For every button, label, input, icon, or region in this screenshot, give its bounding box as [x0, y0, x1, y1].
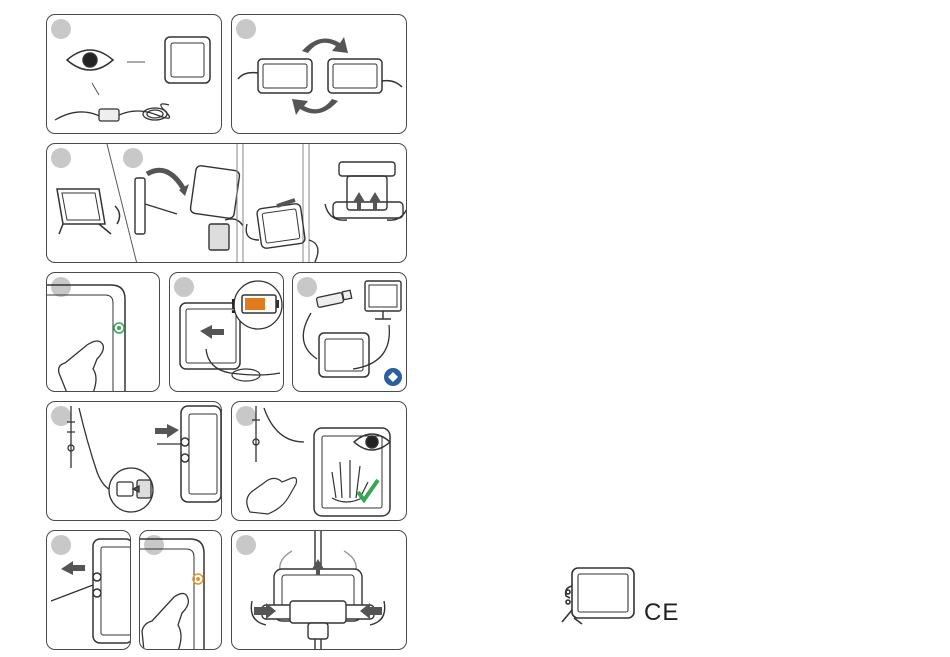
- tablet-icon: [238, 59, 402, 93]
- tablet-stand-icon: [57, 189, 120, 234]
- step-panel-2: [231, 14, 407, 134]
- step-panel-8: [46, 401, 222, 521]
- battery-low-icon: !: [230, 281, 282, 329]
- step-panel-6: !: [169, 272, 284, 392]
- charging-icon: [200, 325, 224, 339]
- up-arrows-icon: [353, 192, 381, 210]
- wall-mount-icon: [135, 165, 243, 250]
- monitor-icon: [365, 281, 401, 319]
- pole-mount-icon: [246, 162, 407, 262]
- step-3-4-illustration: [47, 144, 407, 263]
- pole-mount-release-icon: [251, 531, 384, 650]
- step-panel-7: [292, 272, 407, 392]
- tablet-icon: [181, 406, 221, 502]
- step-9-illustration: [232, 402, 407, 521]
- device-on-stand-image: [558, 562, 638, 628]
- step-10-illustration: [47, 531, 131, 650]
- power-button-icon: [114, 323, 124, 333]
- step-12-illustration: [232, 531, 407, 650]
- step-7-illustration: [293, 273, 407, 392]
- step-11-illustration: [140, 531, 222, 650]
- step-panel-10: [46, 530, 131, 650]
- manual-icon: [384, 368, 402, 386]
- step-panel-12: [231, 530, 407, 650]
- step-8-illustration: [47, 402, 222, 521]
- step-panel-3-4: [46, 143, 407, 263]
- sensor-connector-icon: [252, 406, 304, 462]
- tablet-icon: [319, 333, 369, 377]
- step-5-illustration: [47, 273, 160, 392]
- ce-mark: CE: [644, 599, 679, 627]
- step-panel-9: [231, 401, 407, 521]
- usb-connector-icon: [109, 468, 153, 512]
- step-panel-11: [139, 530, 222, 650]
- usb-stick-icon: [316, 290, 351, 307]
- finger-press-icon: [59, 341, 104, 392]
- eye-icon: [67, 50, 113, 70]
- hand-icon: [247, 478, 297, 514]
- tablet-icon: [93, 539, 131, 643]
- plug-arrow-icon: [155, 424, 179, 438]
- step-2-illustration: [232, 15, 407, 134]
- step-6-illustration: !: [170, 273, 284, 392]
- finger-press-icon: [142, 593, 188, 650]
- step-panel-5: [46, 272, 160, 392]
- charger-cable-icon: [55, 104, 170, 121]
- step-panel-1: [46, 14, 222, 134]
- svg-text:!: !: [230, 296, 237, 318]
- step-1-illustration: [47, 15, 222, 134]
- unplug-arrow-icon: [61, 561, 85, 575]
- tablet-icon: [165, 37, 210, 83]
- rotate-arrows-icon: [292, 37, 348, 115]
